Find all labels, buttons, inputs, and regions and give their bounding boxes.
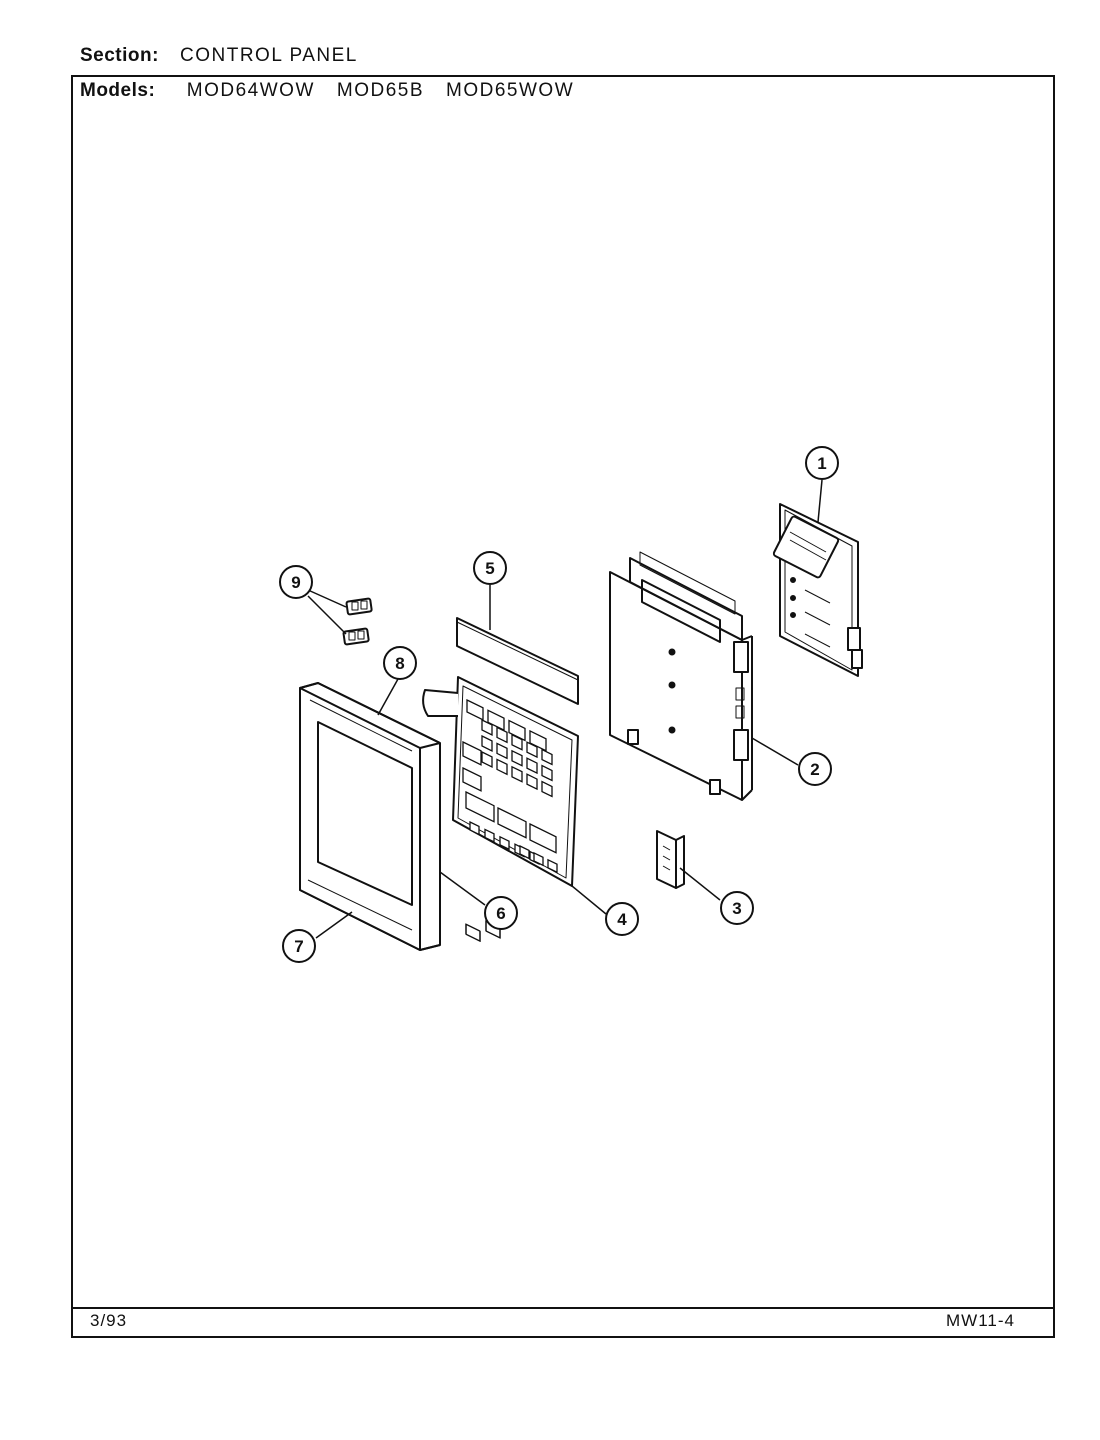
models-label: Models: bbox=[80, 80, 156, 101]
callout-7 bbox=[282, 929, 316, 963]
callout-label: 1 bbox=[817, 454, 826, 473]
callout-label: 5 bbox=[485, 559, 494, 578]
callout-label: 7 bbox=[294, 937, 303, 956]
keypad-key bbox=[481, 734, 493, 752]
front-frame-part bbox=[299, 682, 441, 951]
keypad-key bbox=[496, 742, 508, 760]
keypad-key bbox=[496, 758, 508, 776]
small-bracket-part bbox=[656, 830, 685, 889]
keypad-key bbox=[519, 844, 530, 860]
keypad-key bbox=[511, 733, 523, 751]
keypad-key bbox=[496, 726, 508, 744]
keypad-key bbox=[526, 773, 538, 791]
callout-1 bbox=[805, 446, 839, 480]
section-heading: Section: CONTROL PANEL bbox=[80, 45, 358, 67]
keypad-key bbox=[508, 719, 526, 742]
callout-label: 2 bbox=[810, 760, 819, 779]
keypad-key bbox=[462, 766, 482, 792]
keypad-key bbox=[541, 780, 553, 798]
callout-9 bbox=[279, 565, 313, 599]
keypad-key bbox=[529, 729, 547, 752]
callout-label: 4 bbox=[617, 910, 627, 929]
control-bracket-part bbox=[609, 551, 753, 801]
section-value: CONTROL PANEL bbox=[180, 45, 358, 66]
callout-3 bbox=[720, 891, 754, 925]
model-name: MOD65B bbox=[336, 80, 425, 101]
keypad-key bbox=[511, 749, 523, 767]
footer-date: 3/93 bbox=[90, 1311, 128, 1330]
ribbon-cable bbox=[422, 689, 459, 717]
keypad-key bbox=[529, 822, 557, 854]
keypad-key bbox=[499, 835, 510, 851]
keypad-key bbox=[547, 858, 558, 874]
keypad-keys bbox=[462, 698, 558, 874]
leader-lines bbox=[307, 479, 823, 939]
display-window-part bbox=[456, 617, 579, 705]
keypad-key bbox=[533, 851, 544, 867]
model-name: MOD64WOW bbox=[186, 80, 315, 101]
footer-divider bbox=[71, 1307, 1055, 1309]
callout-5 bbox=[473, 551, 507, 585]
callout-label: 6 bbox=[496, 904, 505, 923]
model-name: MOD65WOW bbox=[446, 80, 575, 101]
keypad-key bbox=[462, 740, 482, 766]
keypad-key bbox=[526, 741, 538, 759]
keypad-key bbox=[526, 757, 538, 775]
keypad-key bbox=[481, 750, 493, 768]
control-board-part bbox=[772, 503, 863, 677]
models-heading: Models: MOD64WOW MOD65B MOD65WOW bbox=[80, 80, 596, 102]
keypad-key bbox=[481, 718, 493, 736]
keypad-key bbox=[484, 828, 495, 843]
callout-4 bbox=[605, 902, 639, 936]
callout-label: 9 bbox=[291, 573, 300, 592]
keypad-key bbox=[497, 806, 527, 839]
keypad-key bbox=[469, 820, 480, 836]
callout-label: 8 bbox=[395, 654, 404, 673]
keypad-key bbox=[465, 790, 495, 823]
clip-part bbox=[342, 597, 373, 646]
callout-8 bbox=[383, 646, 417, 680]
keypad-key bbox=[541, 748, 553, 766]
keypad-key bbox=[511, 765, 523, 783]
callout-6 bbox=[484, 896, 518, 930]
callout-label: 3 bbox=[732, 899, 741, 918]
section-label: Section: bbox=[80, 45, 159, 66]
keypad-key bbox=[541, 764, 553, 782]
callout-2 bbox=[798, 752, 832, 786]
drawing-frame bbox=[71, 75, 1055, 1338]
footer-page-code: MW11-4 bbox=[946, 1311, 1015, 1330]
